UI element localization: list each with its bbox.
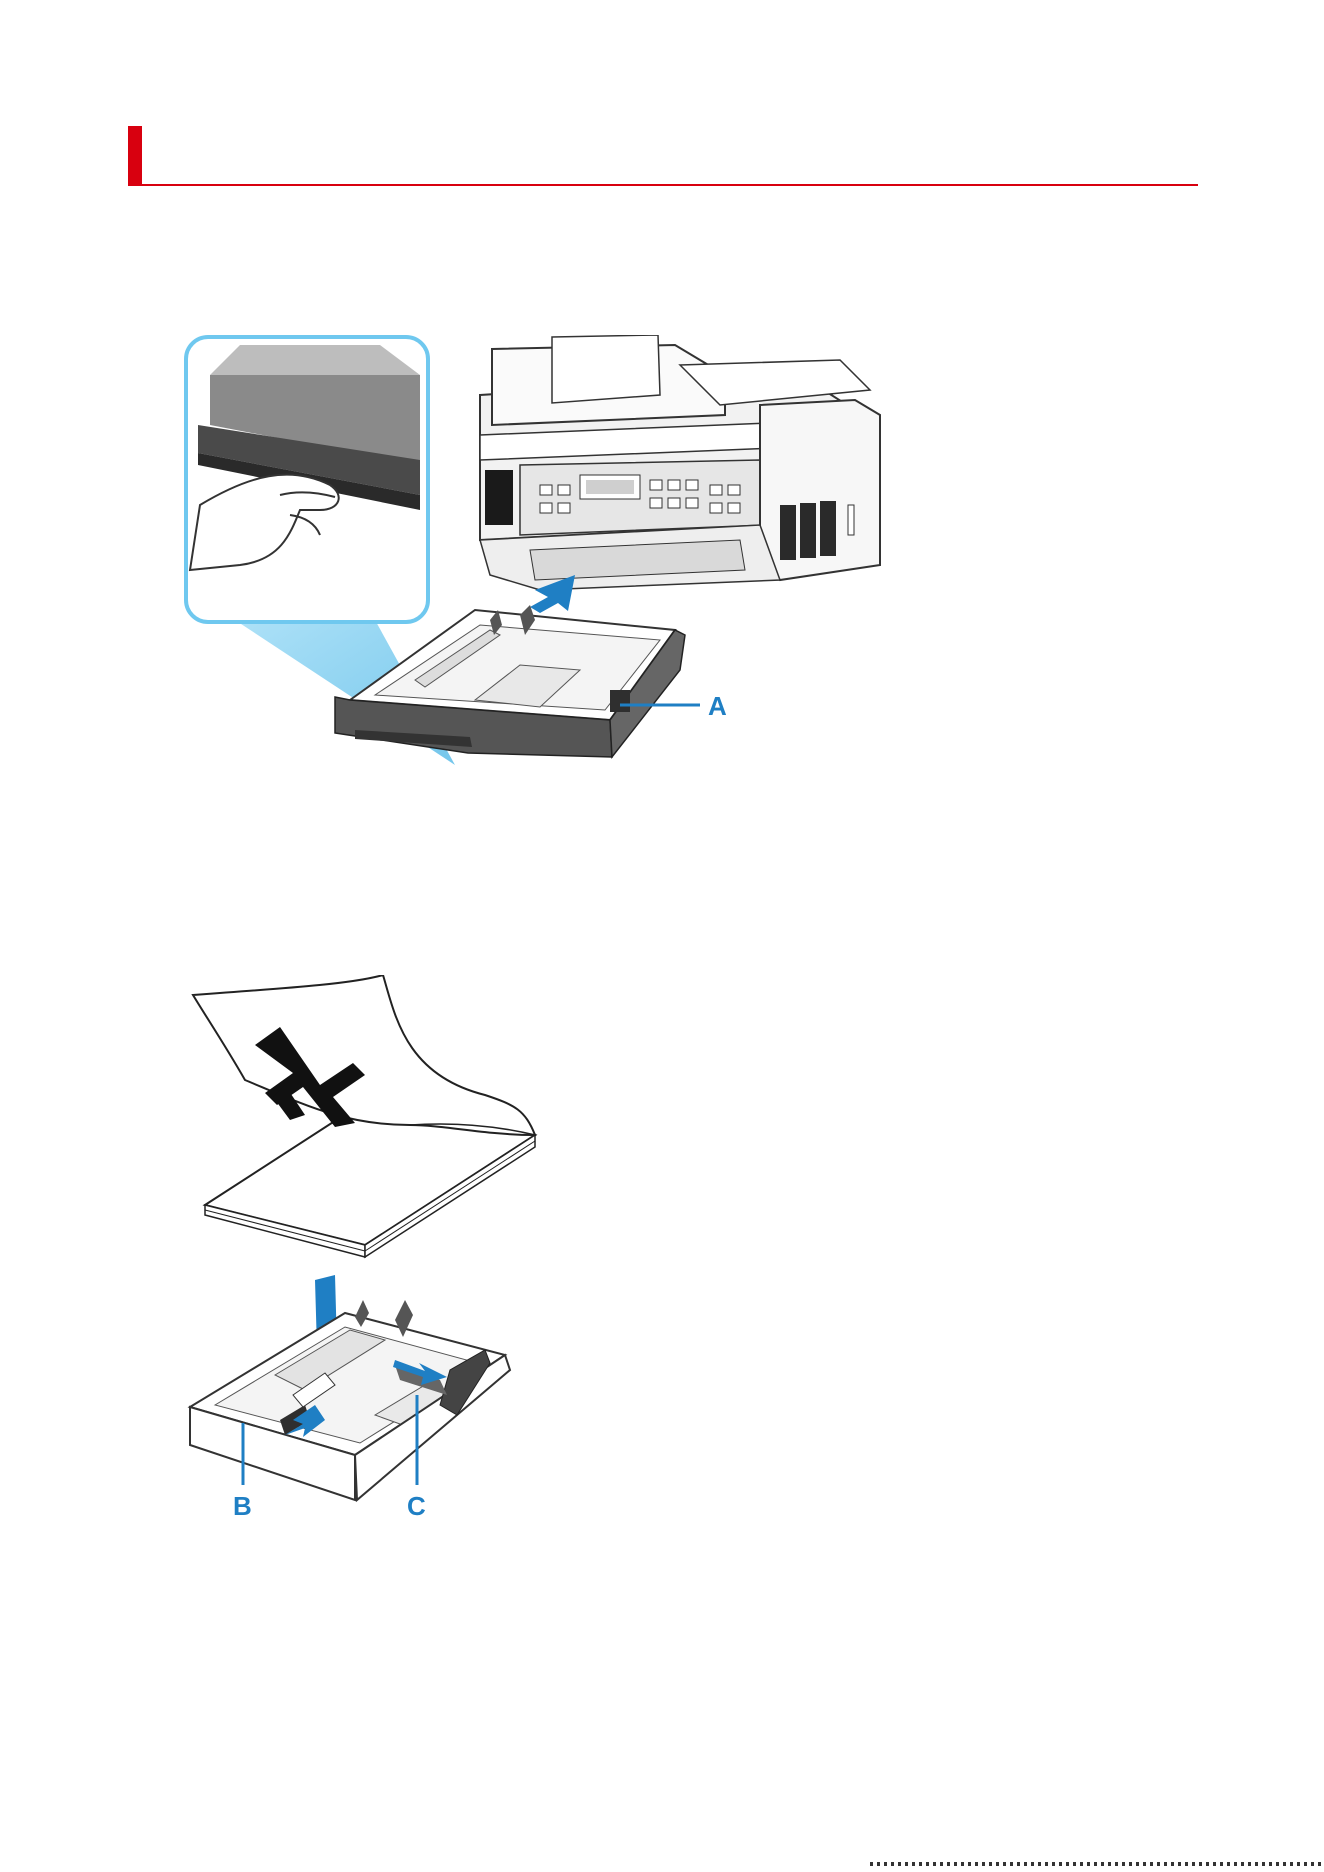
paper-load-illustration	[193, 975, 535, 1257]
cassette-illustration	[335, 605, 685, 757]
cassette-illustration	[190, 1300, 510, 1500]
callout-label-c: C	[407, 1491, 426, 1521]
heading-accent-bar	[128, 126, 142, 186]
paper-load-figure: B C	[185, 975, 565, 1575]
printer-illustration	[480, 335, 880, 590]
printer-cassette-figure: A	[180, 335, 960, 810]
cassette-zoom-illustration	[186, 337, 428, 622]
heading-rule	[128, 184, 1198, 186]
callout-label-b: B	[233, 1491, 252, 1521]
callout-label-a: A	[708, 691, 727, 721]
page-footer-strip	[870, 1862, 1324, 1866]
